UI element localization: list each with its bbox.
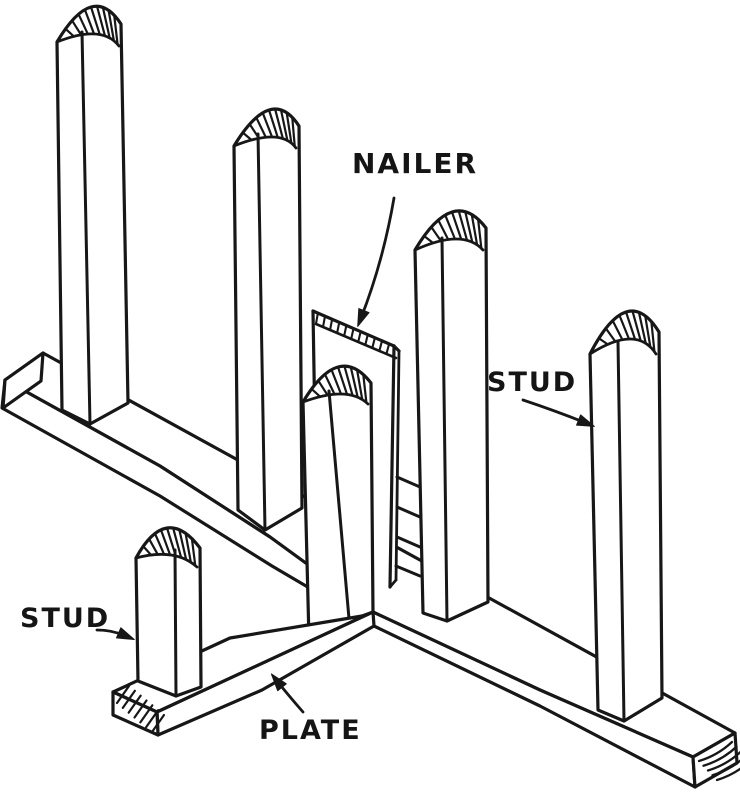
arrow-plate	[270, 673, 305, 714]
ladder-blocking-lines	[394, 475, 422, 578]
arrow-stud-right	[521, 398, 595, 427]
stud-back-far-left	[55, 4, 130, 426]
label-nailer: NAILER	[352, 147, 479, 180]
stud-back-second	[232, 107, 304, 532]
stud-corner-front	[301, 364, 375, 642]
label-plate: PLATE	[259, 715, 362, 746]
arrow-stud-left	[95, 627, 135, 641]
stud-front-wall	[134, 526, 203, 698]
label-stud-right: STUD	[487, 367, 578, 398]
label-stud-left: STUD	[20, 603, 111, 634]
stud-back-right	[588, 309, 664, 723]
stud-back-third	[413, 209, 490, 623]
arrow-nailer	[357, 196, 396, 327]
